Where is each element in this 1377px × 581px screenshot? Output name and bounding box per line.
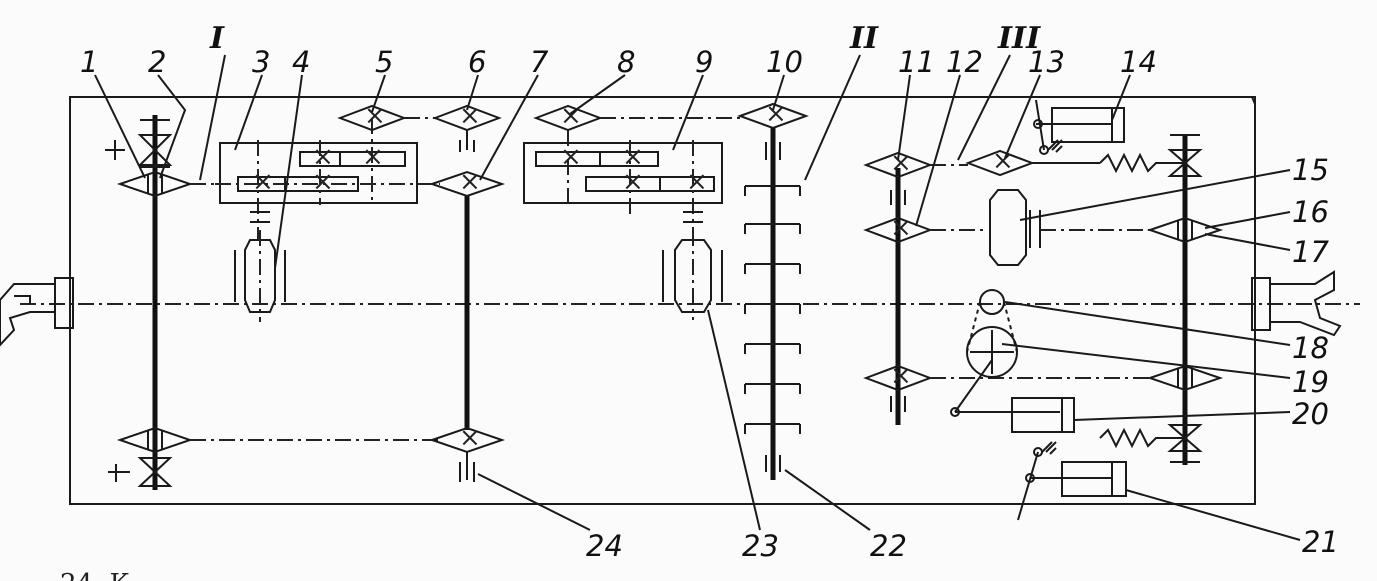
- svg-text:×: ×: [252, 167, 274, 197]
- label-10: 10: [766, 45, 803, 79]
- label-9: 9: [695, 45, 713, 79]
- cylinder-14: [1033, 99, 1125, 155]
- cylinder-21: [1017, 441, 1127, 521]
- svg-text:×: ×: [890, 361, 912, 391]
- svg-text:×: ×: [459, 101, 481, 131]
- svg-text:×: ×: [312, 142, 334, 172]
- left-vertical-shaft: [105, 115, 194, 490]
- svg-text:×: ×: [622, 167, 644, 197]
- shaft-label-III: III: [997, 21, 1041, 56]
- gearbox-9: × × × ×: [523, 130, 723, 240]
- gear-16: [1146, 216, 1224, 244]
- label-19: 19: [1292, 365, 1329, 399]
- shaft-label-II: II: [849, 21, 879, 56]
- label-22: 22: [870, 529, 907, 563]
- svg-text:×: ×: [364, 101, 386, 131]
- svg-text:×: ×: [312, 167, 334, 197]
- label-13: 13: [1028, 45, 1065, 79]
- label-18: 18: [1292, 331, 1329, 365]
- label-14: 14: [1120, 45, 1157, 79]
- label-21: 21: [1302, 525, 1339, 559]
- label-6: 6: [468, 45, 486, 79]
- svg-text:×: ×: [459, 167, 481, 197]
- svg-text:×: ×: [686, 167, 708, 197]
- cylinder-20: [950, 359, 1075, 433]
- svg-text:×: ×: [992, 146, 1014, 176]
- gear-lower-7: [428, 426, 506, 454]
- gearbox-3: × × × ×: [219, 118, 418, 240]
- label-24: 24: [586, 529, 623, 563]
- gear-lower-right: [1146, 364, 1224, 392]
- label-15: 15: [1292, 153, 1329, 187]
- gear-6: [432, 104, 502, 132]
- svg-text:×: ×: [622, 142, 644, 172]
- caption-fragment: 24. К: [60, 569, 130, 581]
- svg-text:×: ×: [560, 142, 582, 172]
- label-4: 4: [292, 45, 310, 79]
- label-11: 11: [898, 45, 935, 79]
- label-2: 2: [148, 45, 166, 79]
- left-output-flange: [0, 277, 74, 347]
- label-3: 3: [252, 45, 270, 79]
- label-16: 16: [1292, 195, 1329, 229]
- motor-4: [234, 211, 286, 322]
- svg-text:×: ×: [890, 213, 912, 243]
- svg-text:×: ×: [890, 148, 912, 178]
- label-8: 8: [617, 45, 635, 79]
- gear-10: [737, 102, 809, 130]
- shaft-II: [744, 128, 801, 480]
- housing-frame: [69, 96, 1256, 505]
- leader-lines: [94, 54, 1301, 541]
- pulley-18: [979, 289, 1005, 315]
- right-output-flange: [1251, 270, 1342, 337]
- shaft-label-I: I: [209, 21, 225, 56]
- pulley-19: [966, 301, 1018, 378]
- svg-text:×: ×: [765, 99, 787, 129]
- gear-7: [428, 170, 506, 198]
- label-7: 7: [530, 45, 549, 79]
- label-5: 5: [375, 45, 393, 79]
- svg-text:×: ×: [560, 101, 582, 131]
- label-23: 23: [742, 529, 779, 563]
- shaft-11-12: × × ×: [863, 148, 933, 425]
- label-17: 17: [1292, 235, 1329, 269]
- svg-text:×: ×: [459, 423, 481, 453]
- motor-23: [662, 211, 723, 320]
- label-12: 12: [946, 45, 983, 79]
- label-20: 20: [1292, 397, 1329, 431]
- label-1: 1: [80, 45, 98, 79]
- shaft-7: × ×: [428, 167, 506, 482]
